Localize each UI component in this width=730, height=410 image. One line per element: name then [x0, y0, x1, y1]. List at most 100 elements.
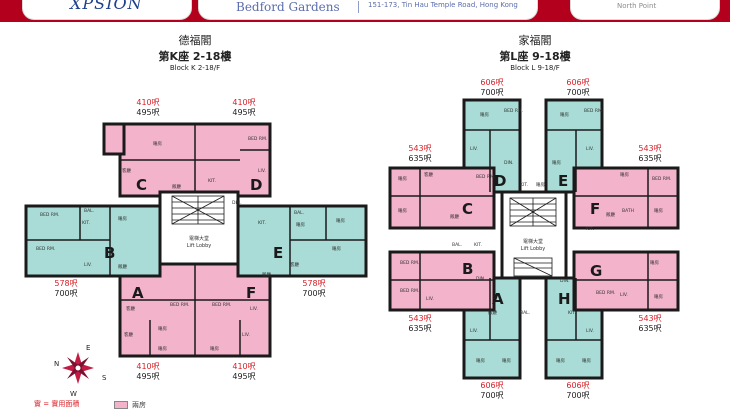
svg-text:BED RM.: BED RM. [248, 136, 267, 142]
brand-logo: XPSION [70, 0, 143, 13]
estate-name: Bedford Gardens [236, 0, 340, 14]
logo-panel [22, 0, 192, 20]
left-unit-a: A [132, 284, 144, 302]
svg-text:飯廳: 飯廳 [118, 263, 127, 270]
svg-text:BED RM.: BED RM. [476, 174, 495, 180]
svg-text:KIT.: KIT. [586, 226, 594, 232]
right-stairs [509, 197, 557, 277]
svg-text:DIN.: DIN. [504, 160, 514, 166]
left-unit-b: B [104, 244, 115, 262]
compass-e: E [86, 344, 90, 352]
svg-text:飯廳: 飯廳 [262, 271, 271, 278]
right-wing-right-upper [572, 166, 680, 230]
svg-text:客廳: 客廳 [290, 261, 299, 268]
right-unit-c: C [462, 200, 473, 218]
svg-text:DIN.: DIN. [560, 278, 570, 284]
svg-text:LIV.: LIV. [586, 146, 594, 152]
left-room-labels: 睡房 BED RM. 客廳 飯廳 KIT. LIV. DIN. BED RM. … [36, 136, 345, 352]
svg-text:KIT.: KIT. [474, 242, 482, 248]
svg-text:睡房: 睡房 [654, 207, 663, 214]
left-lift-lobby-en: Lift Lobby [187, 243, 212, 249]
svg-text:BED RM.: BED RM. [400, 260, 419, 266]
right-unit-g: G [590, 262, 602, 280]
compass-n: N [54, 360, 59, 368]
svg-text:睡房: 睡房 [650, 259, 659, 266]
legend-swatch-label: 兩房 [132, 401, 146, 409]
right-block-name: 家福閣 [518, 34, 552, 47]
svg-text:KIT.: KIT. [520, 182, 528, 188]
right-floor-plan [388, 98, 680, 380]
svg-text:客廳: 客廳 [124, 331, 133, 338]
svg-text:LIV.: LIV. [470, 328, 478, 334]
legend-swatch-two-bed [114, 401, 128, 409]
right-room-labels: 睡房 BED RM. 睡房 BED RM. LIV. LIV. DIN. 睡房 … [398, 108, 671, 364]
svg-text:LIV.: LIV. [470, 146, 478, 152]
svg-text:LIV.: LIV. [250, 306, 258, 312]
compass-s: S [102, 374, 107, 382]
svg-text:KIT.: KIT. [208, 178, 216, 184]
estate-panel [198, 0, 538, 20]
svg-text:DIN.: DIN. [232, 200, 242, 206]
right-unit-a: A [492, 290, 504, 308]
svg-text:睡房: 睡房 [556, 357, 565, 364]
left-unit-d: D [250, 176, 262, 194]
svg-text:飯廳: 飯廳 [172, 183, 181, 190]
svg-text:BAL.: BAL. [84, 208, 94, 214]
svg-text:BED RM.: BED RM. [170, 302, 189, 308]
left-wing-right [236, 204, 368, 278]
svg-text:BED RM.: BED RM. [40, 212, 59, 218]
svg-text:客廳: 客廳 [126, 305, 135, 312]
svg-text:睡房: 睡房 [480, 111, 489, 118]
district-label: North Point [617, 2, 657, 10]
left-block-floors-en: Block K 2-18/F [169, 64, 221, 72]
svg-text:BED RM.: BED RM. [584, 108, 603, 114]
svg-text:睡房: 睡房 [210, 345, 219, 352]
district-panel [570, 0, 720, 20]
svg-text:睡房: 睡房 [398, 207, 407, 214]
right-unit-f: F [590, 200, 600, 218]
compass-rose: N E S W [54, 344, 107, 398]
svg-text:KIT.: KIT. [568, 310, 576, 316]
right-unit-d: D [494, 172, 506, 190]
estate-address: 151-173, Tin Hau Temple Road, Hong Kong [368, 1, 518, 9]
svg-text:睡房: 睡房 [502, 357, 511, 364]
right-unit-b: B [462, 260, 473, 278]
svg-text:睡房: 睡房 [336, 217, 345, 224]
svg-text:BAL.: BAL. [520, 310, 530, 316]
svg-text:LIV.: LIV. [84, 262, 92, 268]
svg-text:客廳: 客廳 [122, 167, 131, 174]
left-block-name: 德福閣 [178, 34, 212, 47]
svg-text:LIV.: LIV. [586, 328, 594, 334]
header-divider [358, 1, 359, 13]
svg-text:睡房: 睡房 [158, 325, 167, 332]
right-wing-right-lower [572, 250, 680, 312]
svg-text:睡房: 睡房 [582, 357, 591, 364]
left-unit-f: F [246, 284, 256, 302]
svg-text:睡房: 睡房 [536, 181, 545, 188]
legend-key-text: 實 = 實用面積 [34, 400, 80, 408]
right-unit-e: E [558, 172, 568, 190]
svg-text:飯廳: 飯廳 [606, 211, 615, 218]
svg-text:LIV.: LIV. [426, 296, 434, 302]
svg-text:KIT.: KIT. [258, 220, 266, 226]
left-unit-c: C [136, 176, 147, 194]
header-bar: XPSION Bedford Gardens 151-173, Tin Hau … [0, 0, 730, 22]
svg-text:LIV.: LIV. [258, 168, 266, 174]
left-stairs [171, 195, 225, 225]
right-lift-lobby-zh: 電梯大堂 [523, 238, 543, 245]
svg-text:睡房: 睡房 [153, 140, 162, 147]
svg-text:睡房: 睡房 [654, 293, 663, 300]
right-block-floors-en: Block L 9-18/F [510, 64, 560, 72]
svg-text:睡房: 睡房 [552, 159, 561, 166]
